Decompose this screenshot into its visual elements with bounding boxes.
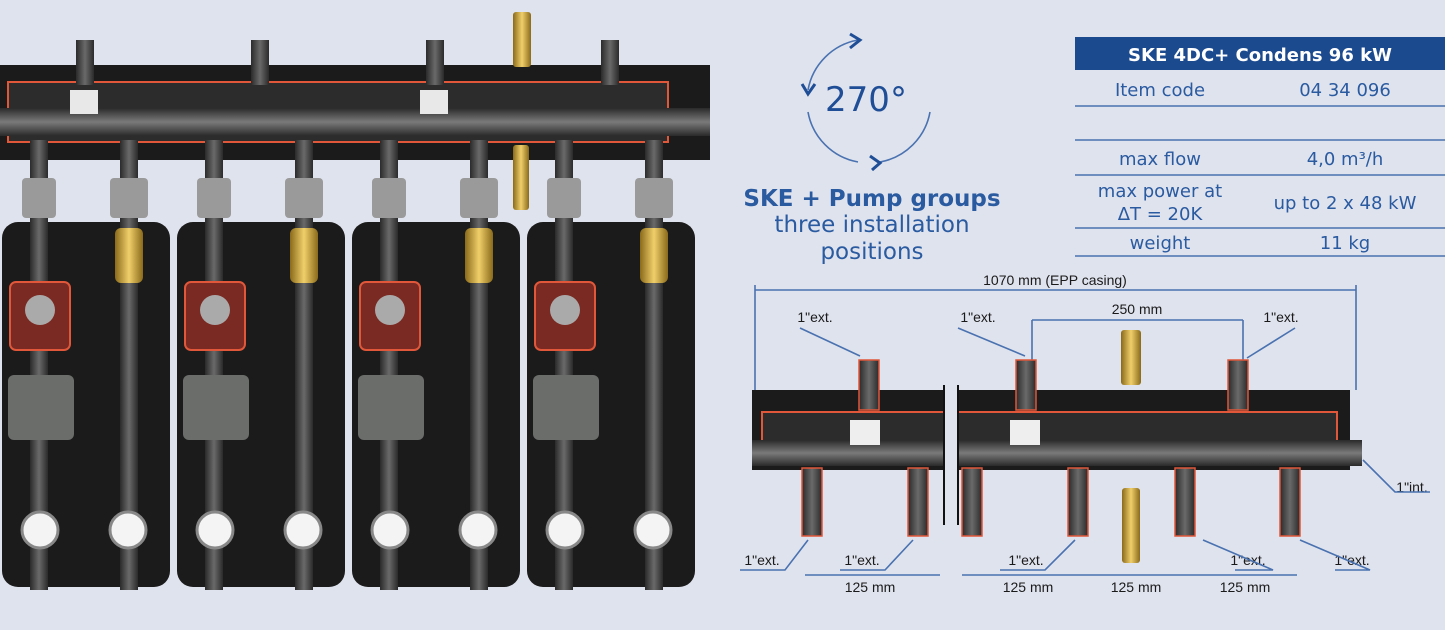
connection-label: 1"ext. (1263, 309, 1298, 325)
ball-valve (115, 228, 143, 283)
connection-label: 1"ext. (797, 309, 832, 325)
connection-label: 1"ext. (1334, 552, 1369, 568)
gauge-icon (195, 510, 235, 550)
pipe-connection (907, 467, 929, 537)
air-vent-valve (1121, 330, 1141, 385)
drain-valve (1122, 488, 1140, 563)
pump-group (527, 140, 695, 590)
pipe-connection (1174, 467, 1196, 537)
row-value: 4,0 m³/h (1307, 149, 1384, 170)
pump-controller (8, 375, 74, 440)
table-header: SKE 4DC+ Condens 96 kW (1128, 45, 1392, 66)
rotation-angle: 270° (825, 80, 907, 120)
row-label: ΔT = 20K (1118, 204, 1204, 225)
pump-controller (358, 375, 424, 440)
caption-line: three installation (774, 212, 969, 238)
row-label: weight (1130, 233, 1191, 254)
pipe-connection (1067, 467, 1089, 537)
spacing-label: 250 mm (1112, 301, 1163, 317)
ball-valve (290, 228, 318, 283)
gauge-icon (370, 510, 410, 550)
connection-label: 1"int. (1396, 479, 1427, 495)
caption-title: SKE + Pump groups (743, 186, 1000, 212)
dimension-drawing: 1070 mm (EPP casing) 250 mm 125 mm 125 m… (740, 272, 1430, 595)
pipe-connection (801, 467, 823, 537)
row-value: 04 34 096 (1299, 80, 1391, 101)
total-length-label: 1070 mm (EPP casing) (983, 272, 1127, 288)
gauge-icon (20, 510, 60, 550)
air-vent-valve (513, 12, 531, 67)
row-value: 11 kg (1320, 233, 1370, 254)
drain-valve (513, 145, 529, 210)
row-label: max power at (1098, 181, 1222, 202)
connection-label: 1"ext. (1008, 552, 1043, 568)
table-header-bg (1075, 37, 1445, 70)
spec-table: SKE 4DC+ Condens 96 kW Item code 04 34 0… (1075, 37, 1445, 257)
spacing-label: 125 mm (1111, 579, 1162, 595)
connection-label: 1"ext. (960, 309, 995, 325)
gauge-icon (633, 510, 673, 550)
connection-label: 1"ext. (844, 552, 879, 568)
gauge-icon (108, 510, 148, 550)
row-value: up to 2 x 48 kW (1274, 193, 1417, 214)
pipe-connection (858, 359, 880, 411)
spacing-label: 125 mm (1003, 579, 1054, 595)
pump-station-illustration (0, 12, 710, 590)
caption-line: positions (820, 239, 923, 265)
gauge-icon (458, 510, 498, 550)
pipe-connection (961, 467, 983, 537)
row-label: max flow (1119, 149, 1201, 170)
pipe-connection (1015, 359, 1037, 411)
spacing-label: 125 mm (1220, 579, 1271, 595)
rotation-icon: 270° (800, 32, 931, 172)
pump-group (352, 140, 520, 590)
pump-group (177, 140, 345, 590)
pump-controller (183, 375, 249, 440)
pump-group (2, 140, 170, 590)
connection-label: 1"ext. (744, 552, 779, 568)
row-label: Item code (1115, 80, 1205, 101)
pipe-connection (1279, 467, 1301, 537)
manifold (0, 12, 710, 210)
gauge-icon (545, 510, 585, 550)
spacing-label: 125 mm (845, 579, 896, 595)
gauge-icon (283, 510, 323, 550)
ball-valve (465, 228, 493, 283)
pipe-connection (1227, 359, 1249, 411)
pump-controller (533, 375, 599, 440)
ball-valve (640, 228, 668, 283)
